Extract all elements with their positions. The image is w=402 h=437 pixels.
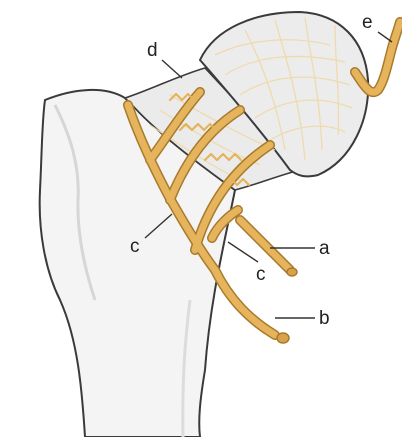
label-b: b <box>319 308 330 329</box>
label-a: a <box>319 238 330 259</box>
vessel-a <box>240 220 290 270</box>
leader-line-e <box>378 32 392 42</box>
vessel-b-cut-end <box>277 333 289 343</box>
leader-line-c2 <box>228 242 258 262</box>
label-c-left: c <box>130 236 140 257</box>
vessel-a-cut-end <box>287 268 297 276</box>
vessel-b-trunk <box>215 270 275 335</box>
label-c-right: c <box>256 264 266 285</box>
leader-line-d <box>162 60 182 78</box>
label-e: e <box>362 12 373 33</box>
label-d: d <box>147 40 158 61</box>
